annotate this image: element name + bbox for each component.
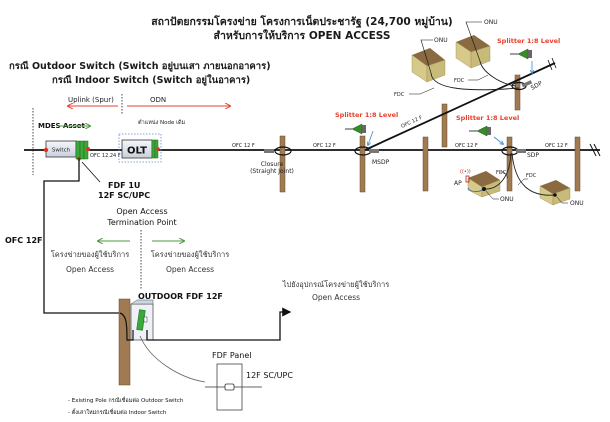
splitter-label-3: Splitter 1:8 Level <box>497 37 560 45</box>
olt-label: OLT <box>127 146 147 157</box>
drop-cable-4 <box>511 152 556 196</box>
switch-label: Switch <box>52 148 71 154</box>
fdf-panel-label: FDF Panel <box>212 351 252 360</box>
msdp-node <box>354 146 379 156</box>
fdc-callout-1 <box>409 87 435 95</box>
splitter-pointer-1 <box>368 130 374 145</box>
node-position-label: ตำแหน่ง Node เดิม <box>138 119 186 126</box>
onu-callout-4 <box>556 196 568 204</box>
ofc-label-3: OFC 12 F <box>455 143 478 149</box>
ofc-12f-label: OFC 12F <box>5 236 43 245</box>
pole-5 <box>574 136 581 192</box>
splitter-label-1: Splitter 1:8 Level <box>335 111 398 119</box>
fdc-label-1: FDC <box>394 92 405 98</box>
house-top-left <box>411 48 446 83</box>
splitter-icon-3 <box>510 48 532 60</box>
ap-device-icon <box>465 175 470 183</box>
fdc-callout-2 <box>468 74 489 81</box>
pole-2 <box>359 135 366 193</box>
closure-label: Closure <box>261 161 284 168</box>
splitter-label-2: Splitter 1:8 Level <box>456 114 519 122</box>
pole-1 <box>279 135 286 193</box>
termination-title-2: Termination Point <box>106 218 176 227</box>
onu-callout-1 <box>420 39 433 74</box>
note-new-pole: - ตั้งเสาใหม่กรณีเชื่อมต่อ Indoor Switch <box>68 408 167 416</box>
drop-cable-1 <box>430 72 520 91</box>
termination-title-1: Open Access <box>116 207 167 216</box>
onu-label-1: ONU <box>434 37 448 44</box>
note-existing-pole: - Existing Pole กรณีเชื่อมต่อ Outdoor Sw… <box>68 396 184 404</box>
drop-cable-3 <box>483 152 512 190</box>
ofc-label-4: OFC 12 F <box>545 143 568 149</box>
fdc-label-3: FDC <box>496 170 507 176</box>
fdf-1u-device <box>75 140 90 161</box>
downlink-fiber <box>43 160 120 314</box>
outdoor-fdf-label: OUTDOOR FDF 12F <box>138 292 223 301</box>
termination-left-line2: Open Access <box>66 265 114 274</box>
case-outdoor-label: กรณี Outdoor Switch (Switch อยู่บนเสา ภา… <box>9 60 271 73</box>
onu-label-3: ONU <box>500 196 514 203</box>
case-indoor-label: กรณี Indoor Switch (Switch อยู่ในอาคาร) <box>52 74 250 87</box>
house-top-right <box>455 35 491 69</box>
onu-callout-2 <box>465 21 482 62</box>
fdc-callout-4 <box>517 178 528 186</box>
closure-straight-joint <box>264 146 292 156</box>
odn-label: ODN <box>150 96 166 104</box>
sc-upc-connector-icon <box>224 383 235 391</box>
to-open-access-fiber <box>146 307 292 341</box>
switch-device: Switch <box>43 140 77 158</box>
msdp-label: MSDP <box>372 159 390 166</box>
outdoor-fdf-pole <box>118 298 131 386</box>
pole-3 <box>422 136 429 192</box>
panel-patch-cable <box>139 335 206 383</box>
ap-label: AP <box>454 180 462 187</box>
onu-label-4: ONU <box>570 200 584 207</box>
splitter-icon-2 <box>469 125 491 137</box>
onu-label-2: ONU <box>484 19 498 26</box>
sdp-top-label: SDP <box>530 80 544 92</box>
diag-break-mark <box>547 57 557 71</box>
ofc-label-2: OFC 12 F <box>313 143 336 149</box>
ofc-label-1: OFC 12 F <box>232 143 255 149</box>
fdf-entry-cable <box>119 312 134 341</box>
fdf-1u-spec: 12F SC/UPC <box>98 191 150 200</box>
switch-port-left <box>43 147 49 153</box>
fdc-callout-3 <box>500 171 509 179</box>
to-equipment-line1: ไปยังอุปกรณ์โครงข่ายผู้ใช้บริการ <box>282 280 390 289</box>
closure-sub-label: (Straight Joint) <box>250 168 294 175</box>
splitter-icon-1 <box>345 123 366 135</box>
ofc-12-24-label: OFC 12,24 F <box>90 153 121 159</box>
termination-right-line2: Open Access <box>166 265 214 274</box>
fdc-label-2: FDC <box>454 78 465 84</box>
diagonal-fiber-line <box>364 62 556 151</box>
sdp-bottom-node <box>501 146 526 156</box>
to-equipment-line2: Open Access <box>312 293 360 302</box>
line-break-mark <box>589 143 601 157</box>
pole-diag-1 <box>441 103 448 148</box>
termination-left-line1: โครงข่ายของผู้ใช้บริการ <box>51 250 129 259</box>
fdf-panel-spec: 12F SC/UPC <box>246 371 293 380</box>
fdf-1u-label: FDF 1U <box>108 181 140 190</box>
pole-diag-2 <box>514 74 521 111</box>
wifi-icon: ((•)) <box>460 169 471 175</box>
diagram-title-line2: สำหรับการให้บริการ OPEN ACCESS <box>214 28 391 42</box>
termination-right-line1: โครงข่ายของผู้ใช้บริการ <box>151 250 229 259</box>
diagram-title-line1: สถาปัตยกรรมโครงข่าย โครงการเน็ตประชารัฐ … <box>151 14 453 29</box>
drop-cable-2 <box>479 60 517 87</box>
outdoor-fdf-box <box>130 299 154 341</box>
house-bottom-right <box>539 180 571 206</box>
onu-callout-3 <box>485 190 499 200</box>
splitter-pointer-2 <box>493 136 503 144</box>
sdp-top-node <box>511 80 533 91</box>
onu-device-3 <box>482 187 486 191</box>
fdc-label-4: FDC <box>526 173 537 179</box>
fdf-1u-callout <box>81 161 101 183</box>
olt-device: OLT <box>118 133 162 163</box>
onu-device-4 <box>553 193 557 197</box>
uplink-label: Uplink (Spur) <box>68 96 114 104</box>
sdp-bottom-label: SDP <box>527 152 539 159</box>
